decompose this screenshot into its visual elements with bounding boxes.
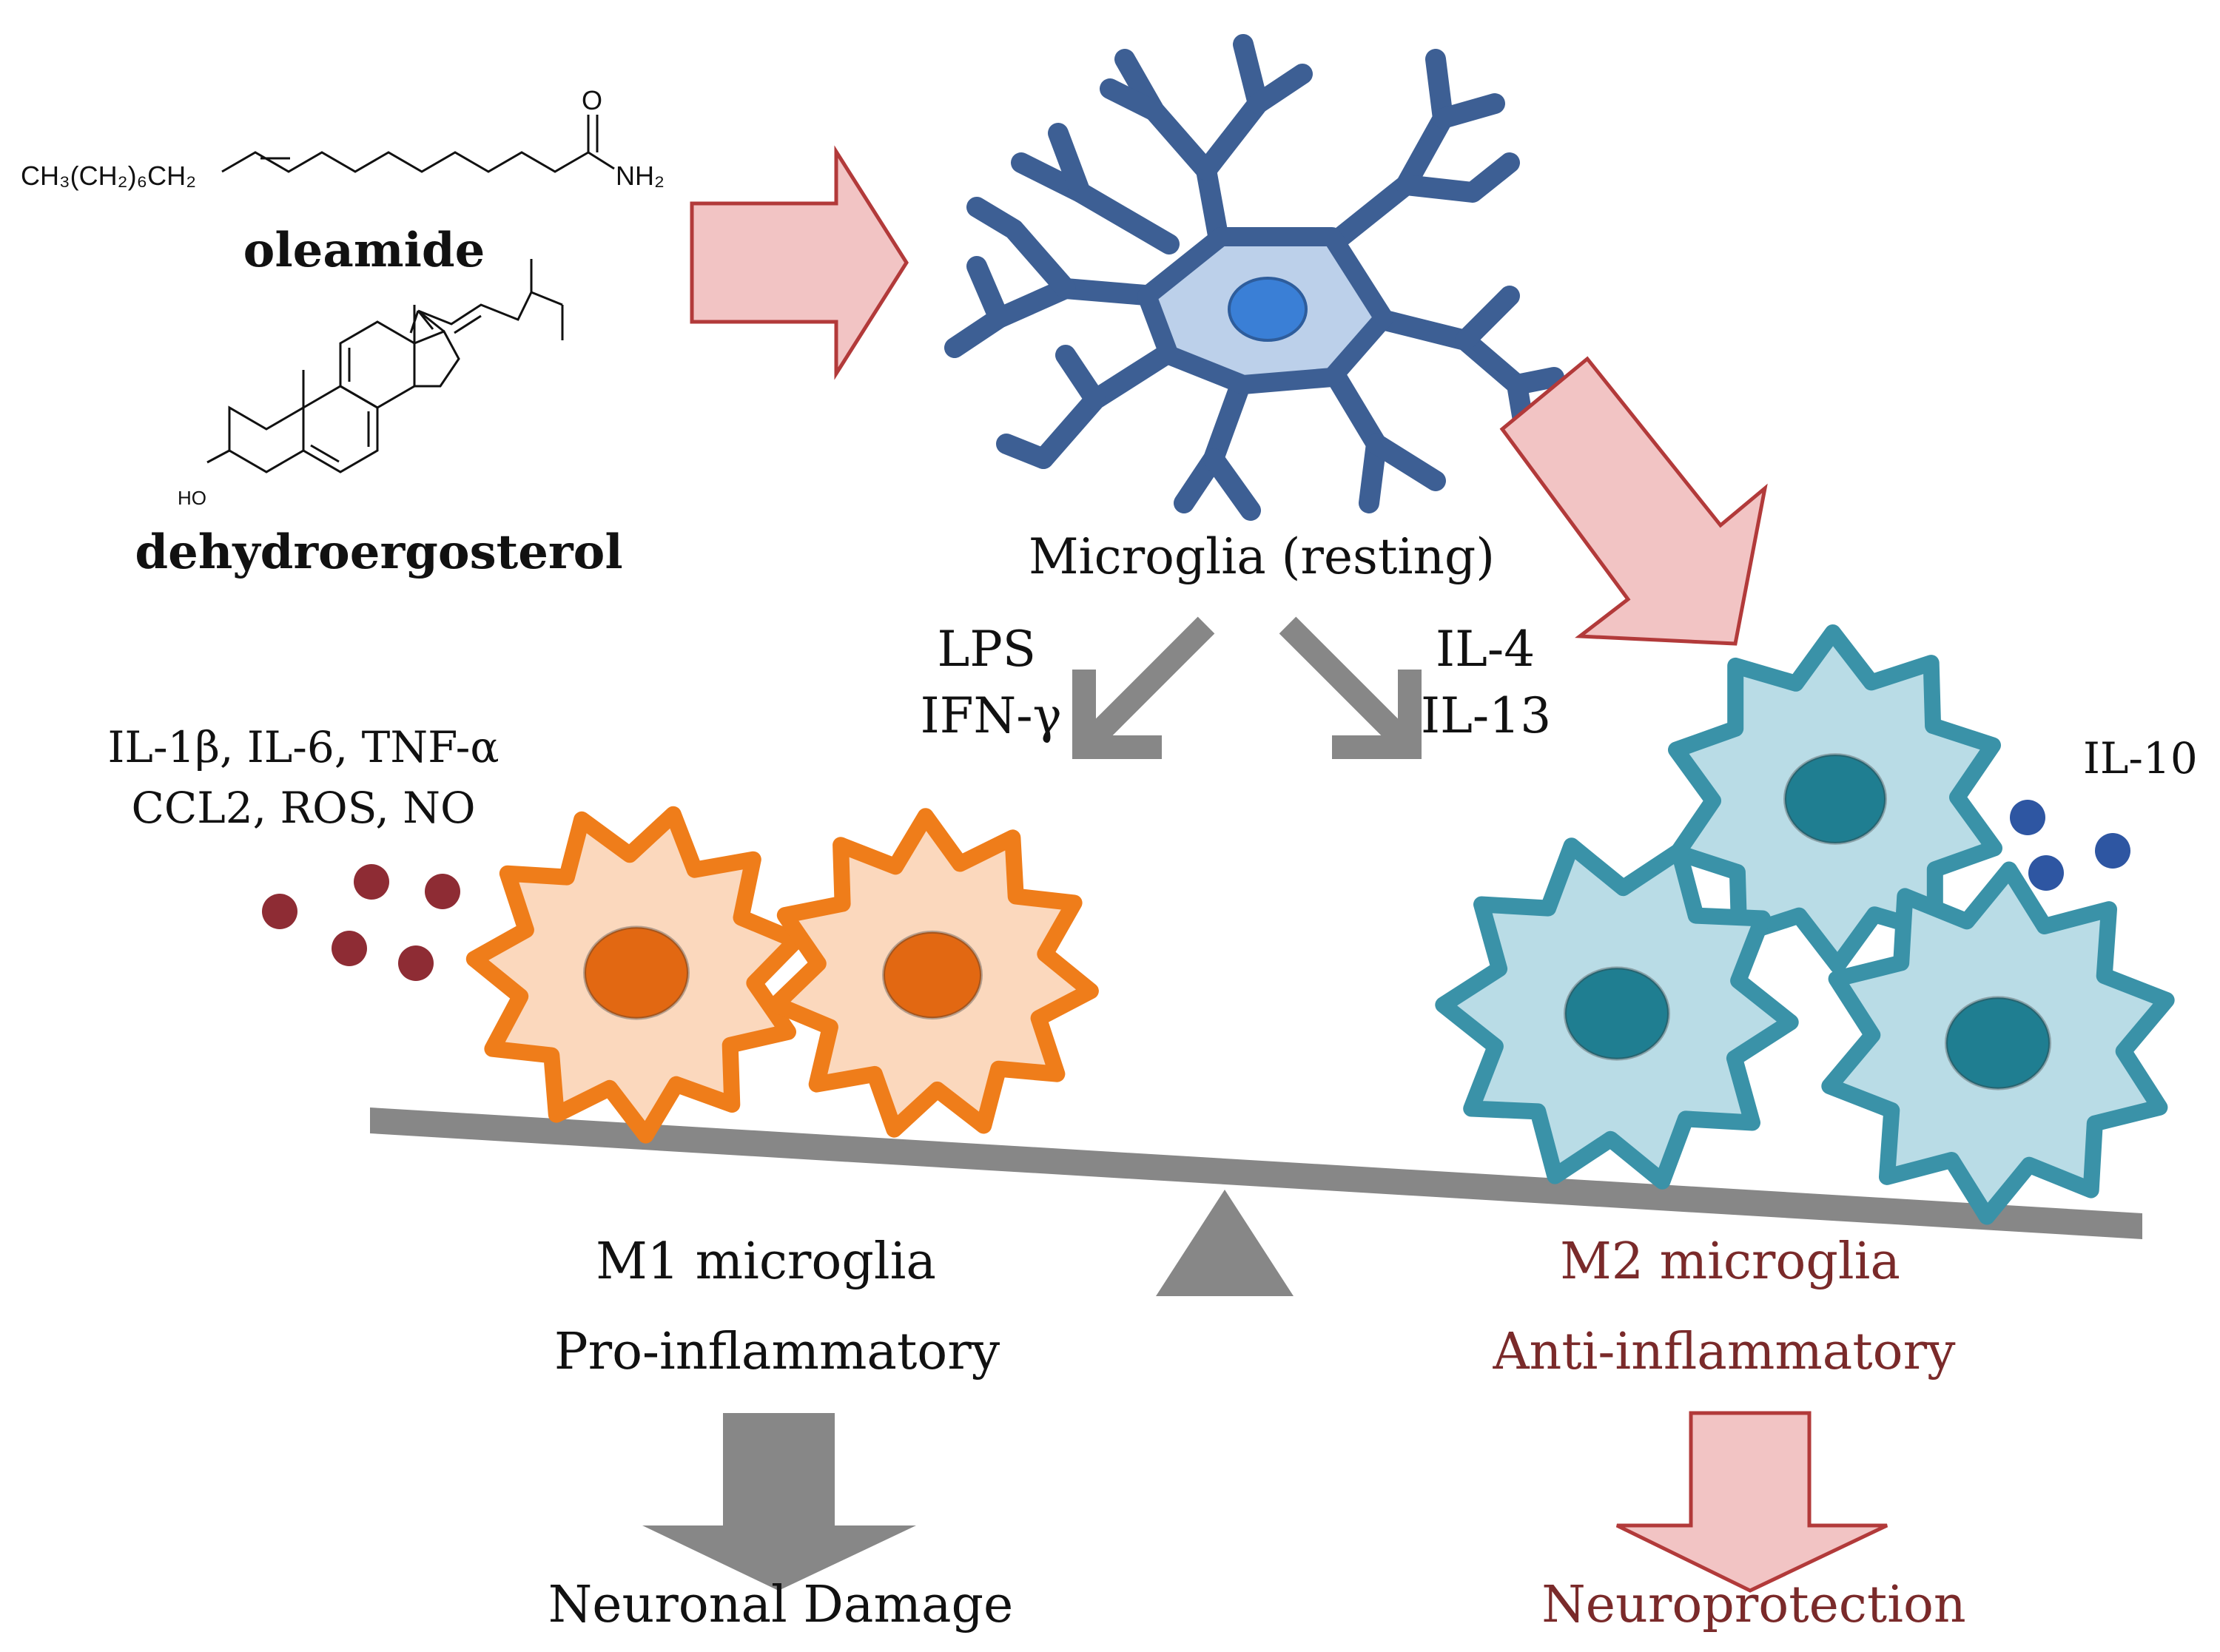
microglia-to-m2-arrow <box>1499 356 1768 646</box>
dehydroergosterol-structure <box>206 259 564 473</box>
lps-arrow-head <box>1072 670 1162 759</box>
m2-outcome-label: Neuroprotection <box>1541 1576 1965 1634</box>
m1-cytokines-line-1: IL-1β, IL-6, TNF-α <box>108 722 500 772</box>
oleamide-carbonyl-oxygen: O <box>582 85 602 115</box>
stimulus-il13: IL-13 <box>1421 687 1551 744</box>
steroid-ring-b-double-bond <box>310 444 340 463</box>
steroid-hydroxyl-bond <box>206 449 230 464</box>
m1-secreted-dots <box>262 864 460 981</box>
lps-arrow-shaft <box>1086 616 1215 745</box>
steroid-ring-b <box>302 385 379 473</box>
microglia-nucleus <box>1228 277 1308 342</box>
il4-arrow-head <box>1332 670 1422 759</box>
seesaw-beam <box>370 1107 2142 1239</box>
m1-title: M1 microglia <box>596 1233 936 1291</box>
dehydroergosterol-ho-label: HO <box>178 487 206 509</box>
steroid-ring-d <box>413 330 460 388</box>
m1-cytokines-line-2: CCL2, ROS, NO <box>131 783 475 833</box>
steroid-side-chain-double-bond <box>454 314 482 334</box>
oleamide-carbon-chain <box>221 151 589 173</box>
m1-dot <box>332 931 367 966</box>
m2-cell-2-nucleus <box>1564 966 1670 1061</box>
m1-microglia-cells <box>465 806 1099 1144</box>
m1-dot <box>354 864 389 900</box>
m1-dot <box>262 894 297 929</box>
m2-cell-2 <box>1435 837 1799 1190</box>
oleamide-formula-prefix: CH₃(CH₂)₆CH₂ <box>21 161 196 191</box>
steroid-c20 <box>417 309 445 333</box>
m2-title: M2 microglia <box>1560 1233 1900 1291</box>
steroid-ring-a <box>228 405 305 473</box>
m2-cell-3-nucleus <box>1945 996 2051 1090</box>
m1-cell-1 <box>465 806 804 1144</box>
m1-cell-2 <box>767 808 1099 1138</box>
compounds-to-microglia-arrow <box>690 145 909 380</box>
oleamide-structure: CH₃(CH₂)₆CH₂ O NH₂ oleamide <box>21 85 665 278</box>
il4-arrow-shaft <box>1279 616 1407 745</box>
m2-cytokine-il10: IL-10 <box>2083 733 2198 783</box>
microglia-processes <box>944 34 1564 521</box>
m2-cell-1-nucleus <box>1783 753 1887 845</box>
stimulus-arrows <box>1072 616 1422 759</box>
oleamide-label: oleamide <box>243 223 485 278</box>
m1-cell-1-nucleus <box>583 926 690 1020</box>
m2-dot <box>2010 800 2045 835</box>
steroid-c21 <box>409 310 420 334</box>
m2-outcome-arrow <box>1615 1411 1888 1593</box>
m1-dot <box>425 874 460 909</box>
m2-dot <box>2095 833 2130 869</box>
m1-cell-2-nucleus <box>882 930 983 1020</box>
steroid-ring-c <box>339 320 416 409</box>
m2-dot <box>2028 855 2064 891</box>
stimulus-il4: IL-4 <box>1436 621 1535 678</box>
m1-outcome-arrow <box>642 1413 916 1591</box>
stimulus-ifn-gamma: IFN-γ <box>921 687 1062 744</box>
oleamide-amide-nh2: NH₂ <box>616 161 665 191</box>
m2-cell-1 <box>1668 624 2002 974</box>
m2-cell-3 <box>1821 861 2175 1225</box>
m2-secreted-dots <box>2010 800 2130 891</box>
steroid-side-chain <box>417 291 563 326</box>
resting-microglia-cell <box>944 34 1564 521</box>
seesaw-fulcrum <box>1156 1190 1294 1296</box>
resting-microglia-label: Microglia (resting) <box>1029 528 1495 585</box>
m1-subtitle: Pro-inflammatory <box>554 1323 1000 1381</box>
m1-outcome-label: Neuronal Damage <box>548 1576 1014 1634</box>
m2-microglia-cells <box>1435 624 2175 1225</box>
oleamide-amide-bond <box>588 151 615 170</box>
m1-dot <box>398 945 434 981</box>
dehydroergosterol-label: dehydroergosterol <box>135 525 622 580</box>
m2-subtitle: Anti-inflammatory <box>1492 1323 1956 1381</box>
stimulus-lps: LPS <box>938 621 1036 678</box>
